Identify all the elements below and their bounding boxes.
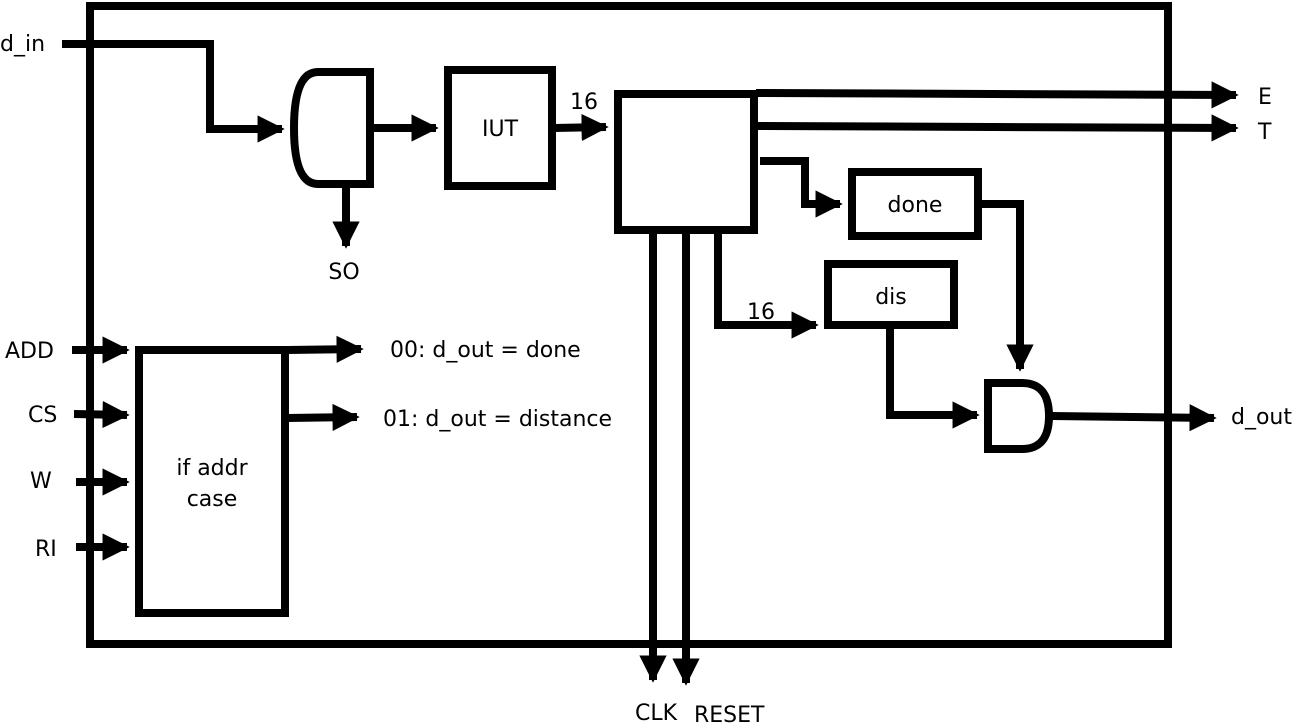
iut-label: IUT [482,117,519,142]
e-label: E [1258,85,1272,110]
e-output-wire [755,81,1239,109]
done-label: done [888,193,943,218]
dis-block [824,260,958,329]
if-addr-label-line2: case [187,487,238,512]
clk-label: CLK [635,701,678,726]
iut-bus-width-label: 16 [570,90,598,115]
so-label: SO [328,260,359,285]
d-out-wire [1050,404,1217,432]
d-in-label: d_in [0,32,45,57]
ri-label: RI [35,537,57,562]
iut-to-controller-wire [553,113,609,142]
d-out-label: d_out [1231,405,1292,430]
controller-to-done-wire [760,157,843,218]
if-addr-case-block [135,346,289,617]
decode-line-0: 00: d_out = done [390,338,581,363]
done-to-and-wire [980,200,1034,372]
t-output-wire [755,114,1239,142]
controller-to-dis-wire [714,232,819,339]
w-label: W [30,469,52,494]
decode-out-0-wire [286,335,364,363]
reset-label: RESET [694,703,765,727]
dis-label: dis [875,285,907,310]
done-block [848,168,982,240]
and-gate [984,379,1054,453]
if-addr-label-line1: if addr [176,456,248,481]
decode-line-1: 01: d_out = distance [383,407,612,432]
decode-out-1-wire [286,403,360,431]
controller-block [614,90,758,234]
input-mux [289,68,374,188]
d-in-wire [62,40,285,143]
add-label: ADD [5,339,54,364]
dis-to-and-wire [886,327,980,429]
t-label: T [1257,120,1272,145]
iut-block [444,66,556,190]
cs-input-wire [73,400,130,429]
cs-label: CS [28,403,57,428]
dis-bus-width-label: 16 [747,300,775,325]
